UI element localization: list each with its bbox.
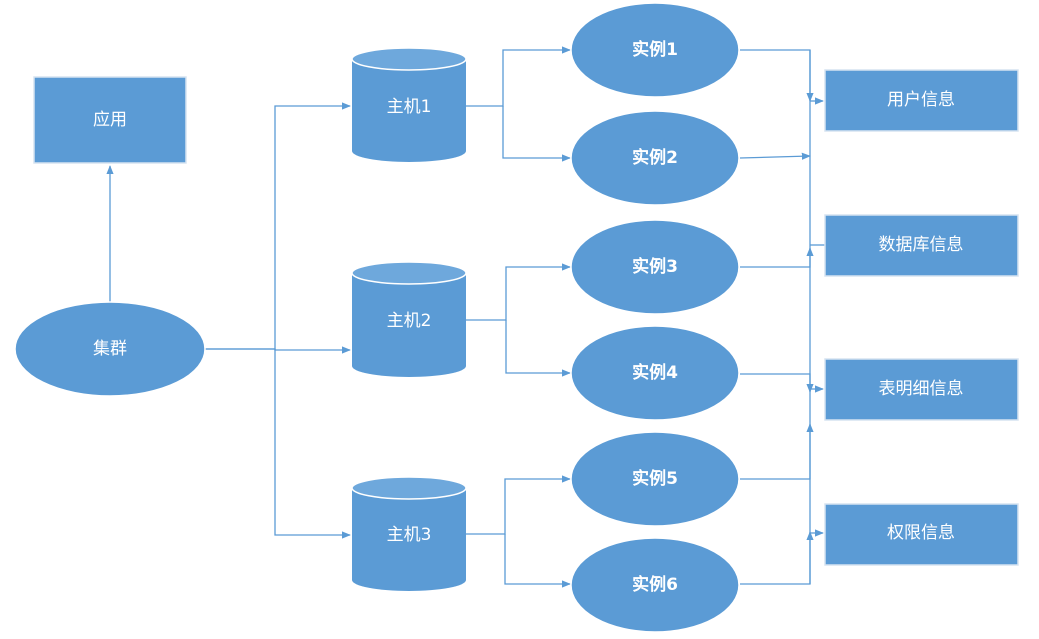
info-node-user: 用户信息 [824,69,1019,132]
instance-node-2: 实例2 [570,110,740,206]
edge-instance4-out [740,373,814,393]
instance-node-3: 实例3 [570,219,740,315]
instance-node-4: 实例4 [570,325,740,421]
instance-node-6: 实例6 [570,537,740,633]
cluster-label: 集群 [93,339,127,359]
edge-host1-to-instance2 [502,106,571,162]
info-label-user: 用户信息 [887,90,955,110]
app-node: 应用 [33,76,187,164]
host-node-1: 主机1 [351,47,467,162]
edge-host2-to-instance4 [505,320,571,377]
instance-label-2: 实例2 [632,147,678,168]
info-node-table: 表明细信息 [824,358,1019,421]
instance-node-1: 实例1 [570,2,740,98]
instance-label-6: 实例6 [632,574,678,595]
edge-host2-to-instance3 [466,263,571,321]
host-label-2: 主机2 [387,311,432,331]
info-label-database: 数据库信息 [879,235,964,255]
host-label-1: 主机1 [387,97,432,117]
edge-host3-to-instance6 [504,534,571,588]
info-node-permission: 权限信息 [824,503,1019,566]
edge-instance2-out [739,152,811,160]
edges [106,46,825,588]
host-node-3: 主机3 [351,476,467,591]
edge-cluster-to-host1 [205,102,351,350]
info-label-table: 表明细信息 [879,379,964,399]
edge-host3-to-instance5 [466,475,571,535]
app-label: 应用 [93,110,127,130]
edge-instance1-out [740,49,814,102]
host-label-3: 主机3 [387,525,432,545]
edge-host1-to-instance1 [466,46,571,107]
instance-label-1: 实例1 [632,39,678,60]
edge-instance6-out [740,531,814,585]
instance-label-3: 实例3 [632,256,678,277]
host-node-2: 主机2 [351,261,467,377]
edge-cluster-to-host2 [205,346,351,354]
info-label-permission: 权限信息 [887,523,955,543]
edge-instance3-out [740,247,814,268]
cluster-node: 集群 [14,301,206,397]
instance-label-5: 实例5 [632,468,678,489]
edge-instance5-out [740,423,814,480]
info-node-database: 数据库信息 [824,214,1019,277]
instance-label-4: 实例4 [632,362,678,383]
instance-node-5: 实例5 [570,431,740,527]
edge-cluster-to-host3 [274,349,351,539]
